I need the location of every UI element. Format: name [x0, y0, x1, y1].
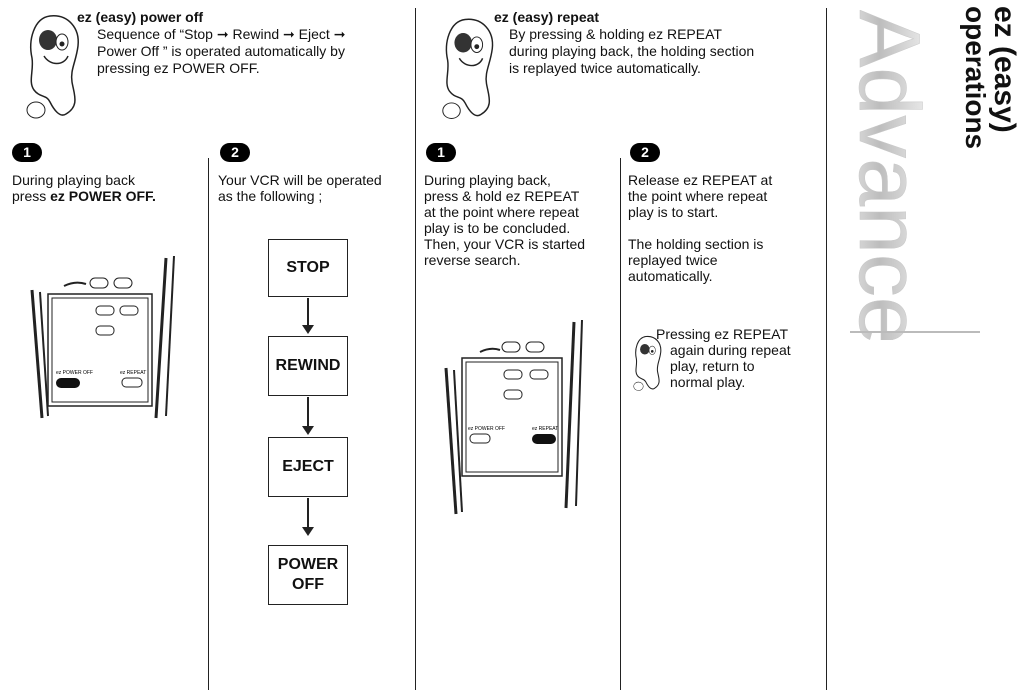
- repeat-title: ez (easy) repeat: [494, 9, 600, 25]
- repeat-description: By pressing & holding ez REPEAT during p…: [509, 26, 755, 76]
- flow-arrow-icon: [302, 298, 314, 334]
- step-number-badge: 1: [12, 143, 42, 162]
- remote-control-illustration: ez POWER OFF ez REPEAT: [30, 255, 175, 419]
- remote-label-ez-repeat: ez REPEAT: [532, 426, 558, 432]
- flow-step-rewind: REWIND: [268, 336, 348, 396]
- repeat-tip-text: Pressing ez REPEAT again during repeat p…: [656, 326, 791, 390]
- flow-arrow-icon: [302, 498, 314, 536]
- power-off-description: Sequence of “Stop ➞ Rewind ➞ Eject ➞ Pow…: [97, 26, 346, 76]
- remote-label-ez-power-off: ez POWER OFF: [56, 370, 93, 376]
- divider-right: [826, 8, 827, 690]
- flow-step-power-off: POWER OFF: [268, 545, 348, 605]
- small-ghost-mascot-icon: [633, 335, 662, 391]
- power-off-title: ez (easy) power off: [77, 9, 204, 25]
- repeat-step2-text-a: Release ez REPEAT at the point where rep…: [628, 172, 773, 220]
- svg-text:Advanced: Advanced: [850, 10, 937, 340]
- side-section-heading: ez (easy) operations: [960, 6, 1021, 150]
- repeat-step2-text-b: The holding section is replayed twice au…: [628, 236, 764, 284]
- ghost-mascot-icon: [26, 15, 79, 119]
- divider-right-steps: [620, 158, 621, 690]
- remote-control-illustration: ez POWER OFF ez REPEAT: [444, 319, 583, 515]
- flow-step-stop: STOP: [268, 239, 348, 297]
- step-number-badge: 1: [426, 143, 456, 162]
- power-off-step1-text: During playing back press ez POWER OFF.: [12, 172, 156, 204]
- divider-main: [415, 8, 416, 690]
- divider-left-steps: [208, 158, 209, 690]
- remote-label-ez-repeat: ez REPEAT: [120, 370, 146, 376]
- ghost-mascot-icon: [442, 18, 494, 119]
- flow-step-eject: EJECT: [268, 437, 348, 497]
- step-number-badge: 2: [220, 143, 250, 162]
- flow-arrow-icon: [302, 397, 314, 435]
- step-number-badge: 2: [630, 143, 660, 162]
- repeat-step1-text: During playing back, press & hold ez REP…: [424, 172, 586, 268]
- advanced-watermark-text: Advanced: [841, 10, 980, 393]
- remote-label-ez-power-off: ez POWER OFF: [468, 426, 505, 432]
- power-off-step2-text: Your VCR will be operated as the followi…: [218, 172, 382, 204]
